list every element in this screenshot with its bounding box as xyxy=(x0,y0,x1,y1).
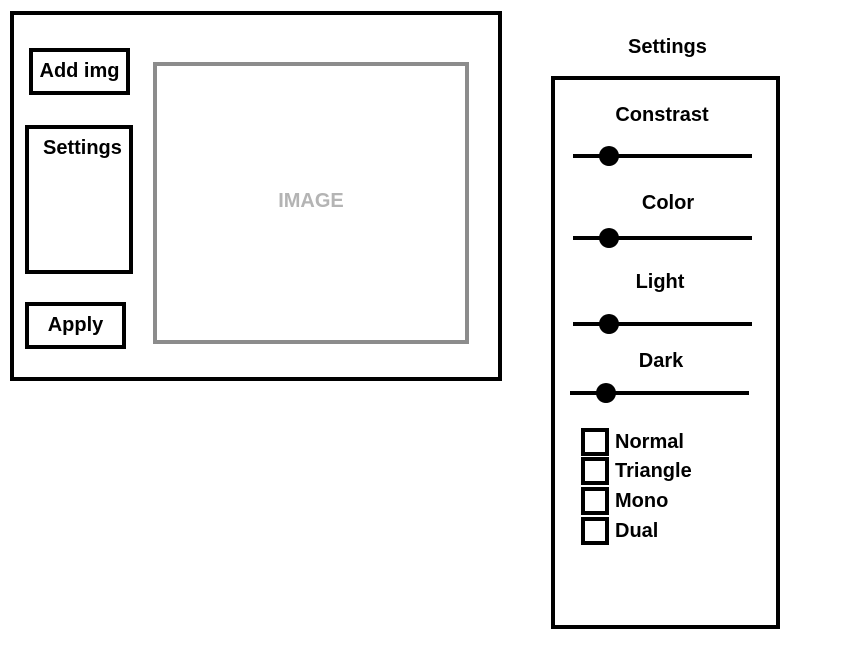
checkbox-label-mono: Mono xyxy=(615,489,669,512)
slider-knob-contrast[interactable] xyxy=(598,146,619,166)
image-placeholder-label: IMAGE xyxy=(278,190,344,212)
slider-knob-dark[interactable] xyxy=(595,383,616,403)
apply-label: Apply xyxy=(47,314,104,336)
settings-button[interactable]: Settings xyxy=(25,125,133,274)
slider-track-light[interactable] xyxy=(573,322,752,326)
slider-label-color: Color xyxy=(641,192,695,214)
checkbox-label-triangle: Triangle xyxy=(615,459,692,482)
checkbox-normal[interactable] xyxy=(581,428,609,456)
slider-label-contrast: Constrast xyxy=(615,104,709,126)
checkbox-triangle[interactable] xyxy=(581,457,609,485)
settings-panel xyxy=(551,76,780,629)
apply-button[interactable]: Apply xyxy=(25,302,126,349)
checkbox-row-dual[interactable]: Dual xyxy=(581,517,658,545)
checkbox-row-mono[interactable]: Mono xyxy=(581,487,668,515)
slider-knob-color[interactable] xyxy=(598,228,619,248)
settings-panel-title: Settings xyxy=(628,36,707,58)
slider-knob-light[interactable] xyxy=(598,314,619,334)
slider-track-contrast[interactable] xyxy=(573,154,752,158)
image-area xyxy=(153,62,469,344)
checkbox-row-triangle[interactable]: Triangle xyxy=(581,457,692,485)
slider-label-dark: Dark xyxy=(638,350,684,372)
slider-track-dark[interactable] xyxy=(570,391,749,395)
add-img-label: Add img xyxy=(39,60,120,82)
checkbox-mono[interactable] xyxy=(581,487,609,515)
slider-label-light: Light xyxy=(635,271,685,293)
slider-track-color[interactable] xyxy=(573,236,752,240)
checkbox-label-dual: Dual xyxy=(615,519,659,542)
checkbox-label-normal: Normal xyxy=(615,430,684,453)
checkbox-row-normal[interactable]: Normal xyxy=(581,428,684,456)
settings-button-label: Settings xyxy=(43,137,122,159)
checkbox-dual[interactable] xyxy=(581,517,609,545)
add-img-button[interactable]: Add img xyxy=(29,48,130,95)
